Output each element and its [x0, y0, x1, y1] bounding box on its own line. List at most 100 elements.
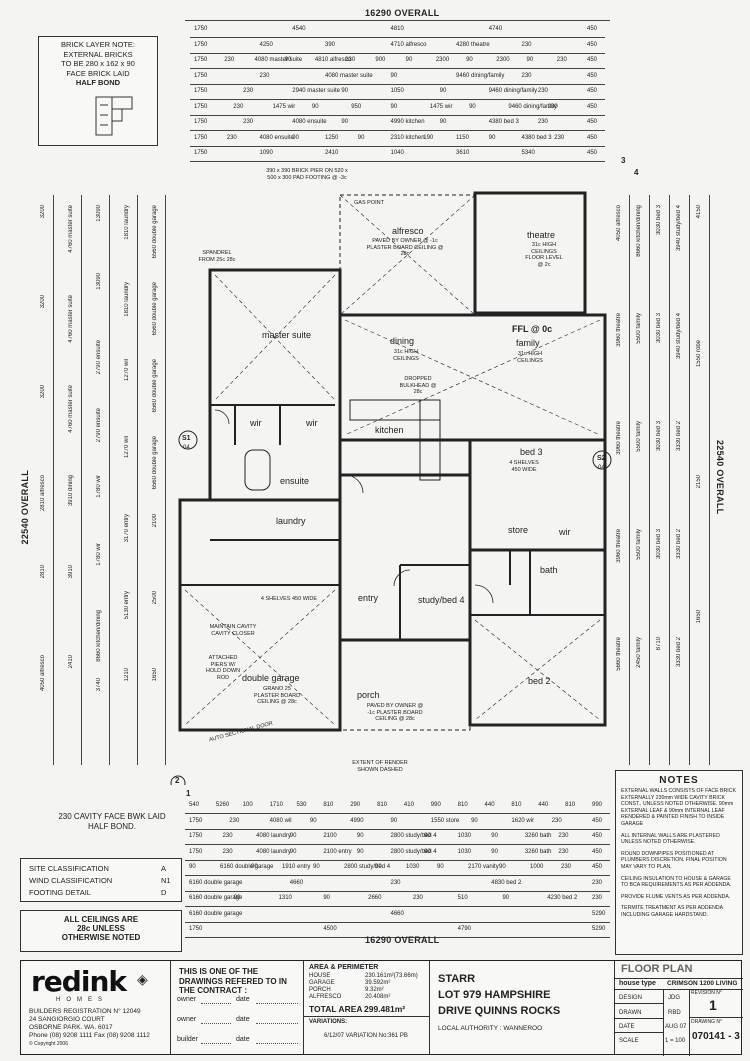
- dimension-value: 530: [296, 802, 307, 808]
- dimension-value: 230: [551, 817, 562, 824]
- builder-section: redink ◈ HOMES BUILDERS REGISTRATION N° …: [21, 961, 171, 1054]
- dimension-value: 230: [561, 864, 572, 870]
- dimension-value: 1270 wil: [124, 436, 130, 459]
- dimension-value: 440: [484, 802, 495, 808]
- dimension-value: 4080 laundry: [256, 833, 291, 839]
- dimension-value: 4380 bed 3: [488, 119, 519, 125]
- dimension-value: 5260: [215, 802, 230, 808]
- dimension-value: 1750: [194, 41, 208, 48]
- dimension-value: 3170 entry: [124, 513, 130, 542]
- dimension-value: 90: [341, 88, 349, 94]
- dimension-value: 5500 family: [636, 529, 642, 560]
- dimension-value: 3940 study/bed 4: [676, 313, 682, 360]
- dimension-value: 4740: [488, 26, 503, 32]
- dimension-value: 90: [356, 848, 364, 855]
- dimension-value: 8660 kitchen/dining: [636, 205, 642, 257]
- dimension-value: 2100: [152, 513, 158, 527]
- dimension-value: 2800 study/bed 4: [344, 864, 391, 870]
- dimension-value: 3610: [456, 150, 470, 156]
- dimension-value: 2940 master suite: [292, 88, 340, 94]
- section-s1-sheet: 04: [183, 445, 190, 451]
- dimension-value: 90: [526, 57, 534, 63]
- room-study: study/bed 4: [418, 595, 465, 605]
- dimension-value: 4760 master suite: [68, 205, 74, 253]
- dimension-value: 3260 bath: [524, 833, 552, 839]
- note-item: CEILING INSULATION TO HOUSE & GARAGE TO …: [621, 875, 732, 889]
- dimension-value: 450: [587, 88, 598, 94]
- dimension-value: 90: [424, 848, 431, 855]
- cavity-note: 230 CAVITY FACE BWK LAID HALF BOND.: [58, 812, 166, 831]
- theatre-note: 31c HIGH CEILINGS FLOOR LEVEL @ 2c: [525, 242, 563, 268]
- dimension-value: 230: [556, 57, 567, 63]
- dimension-value: 230: [390, 879, 401, 886]
- dimension-value: 230: [229, 817, 240, 824]
- dimension-value: 90: [284, 57, 292, 63]
- dimension-value: 8710: [656, 637, 662, 651]
- porch-note: PAVED BY OWNER @ -1c PLASTER BOARD CEILI…: [366, 703, 424, 722]
- dimension-value: 90: [437, 864, 444, 870]
- dimension-value: 90: [439, 119, 447, 125]
- dimension-value: 90: [292, 134, 299, 141]
- bottom-overall-dimension: 16290 OVERALL: [365, 935, 440, 945]
- dimension-value: 90: [466, 57, 473, 63]
- dimension-value: 450: [592, 864, 603, 870]
- dimension-value: 540: [189, 802, 200, 808]
- dimension-value: 2790 ensuite: [96, 407, 102, 442]
- title-block: redink ◈ HOMES BUILDERS REGISTRATION N° …: [20, 960, 743, 1056]
- dimension-value: 230: [558, 848, 569, 855]
- dimension-value: 230: [259, 72, 270, 79]
- family-note: 31c HIGH CEILINGS: [517, 351, 543, 364]
- dimension-value: 1270 wil: [124, 359, 130, 382]
- attached-piers-label: ATTACHED PIERS W/ HOLD DOWN ROD: [205, 655, 241, 681]
- dimension-value: 4380 bed 3: [521, 134, 552, 141]
- grid-marker-1: 1: [186, 789, 191, 798]
- dimension-value: 1910 entry: [282, 864, 311, 870]
- room-ensuite: ensuite: [280, 476, 310, 486]
- dimension-value: 450: [587, 119, 598, 125]
- dimension-value: 1810 laundry: [124, 205, 130, 240]
- dimension-value: 90: [356, 833, 364, 839]
- dimension-value: 6560 double garage: [152, 282, 158, 336]
- brick-layer-note: BRICK LAYER NOTE: EXTERNAL BRICKS TO BE …: [38, 36, 158, 146]
- room-family: family: [516, 338, 540, 348]
- dimension-value: 230: [345, 57, 356, 63]
- note-item: PROVIDE FLUME VENTS AS PER ADDENDA.: [621, 893, 731, 900]
- dimension-value: 5290: [592, 926, 606, 932]
- dropped-bulkhead-label: DROPPED BULKHEAD @ 28c: [399, 376, 437, 395]
- dimension-value: 90: [311, 103, 319, 110]
- dimension-value: 1750: [194, 103, 208, 110]
- room-store: store: [508, 525, 529, 535]
- dimension-value: 5340: [521, 150, 535, 156]
- dimension-value: 3200: [40, 205, 46, 219]
- room-entry: entry: [358, 593, 379, 603]
- spandrel-label: SPANDREL FROM 25c 28c: [198, 250, 236, 263]
- dimension-value: 3260 bath: [524, 848, 552, 855]
- dimension-value: 1650: [696, 610, 702, 624]
- dimension-value: 4080 ensuite: [292, 119, 327, 125]
- dimension-value: 90: [390, 103, 398, 110]
- dimension-value: 450: [592, 833, 603, 839]
- dimension-value: 810: [457, 802, 468, 808]
- dimension-value: 3330 bed 2: [676, 529, 682, 560]
- dimension-value: 230: [521, 41, 532, 48]
- dimension-value: 450: [587, 134, 598, 141]
- dimension-value: 3200: [40, 295, 46, 309]
- grid-marker-4: 4: [634, 168, 639, 177]
- drawing-info-section: FLOOR PLAN house type CRIMSON 1200 LIVIN…: [615, 961, 743, 1056]
- dimension-value: 1750: [194, 57, 208, 63]
- dimension-value: 90: [309, 817, 317, 824]
- alfresco-note: PAVED BY OWNER @ -1c PLASTER BOARD CEILI…: [366, 238, 444, 257]
- dimension-value: 2810: [40, 565, 46, 579]
